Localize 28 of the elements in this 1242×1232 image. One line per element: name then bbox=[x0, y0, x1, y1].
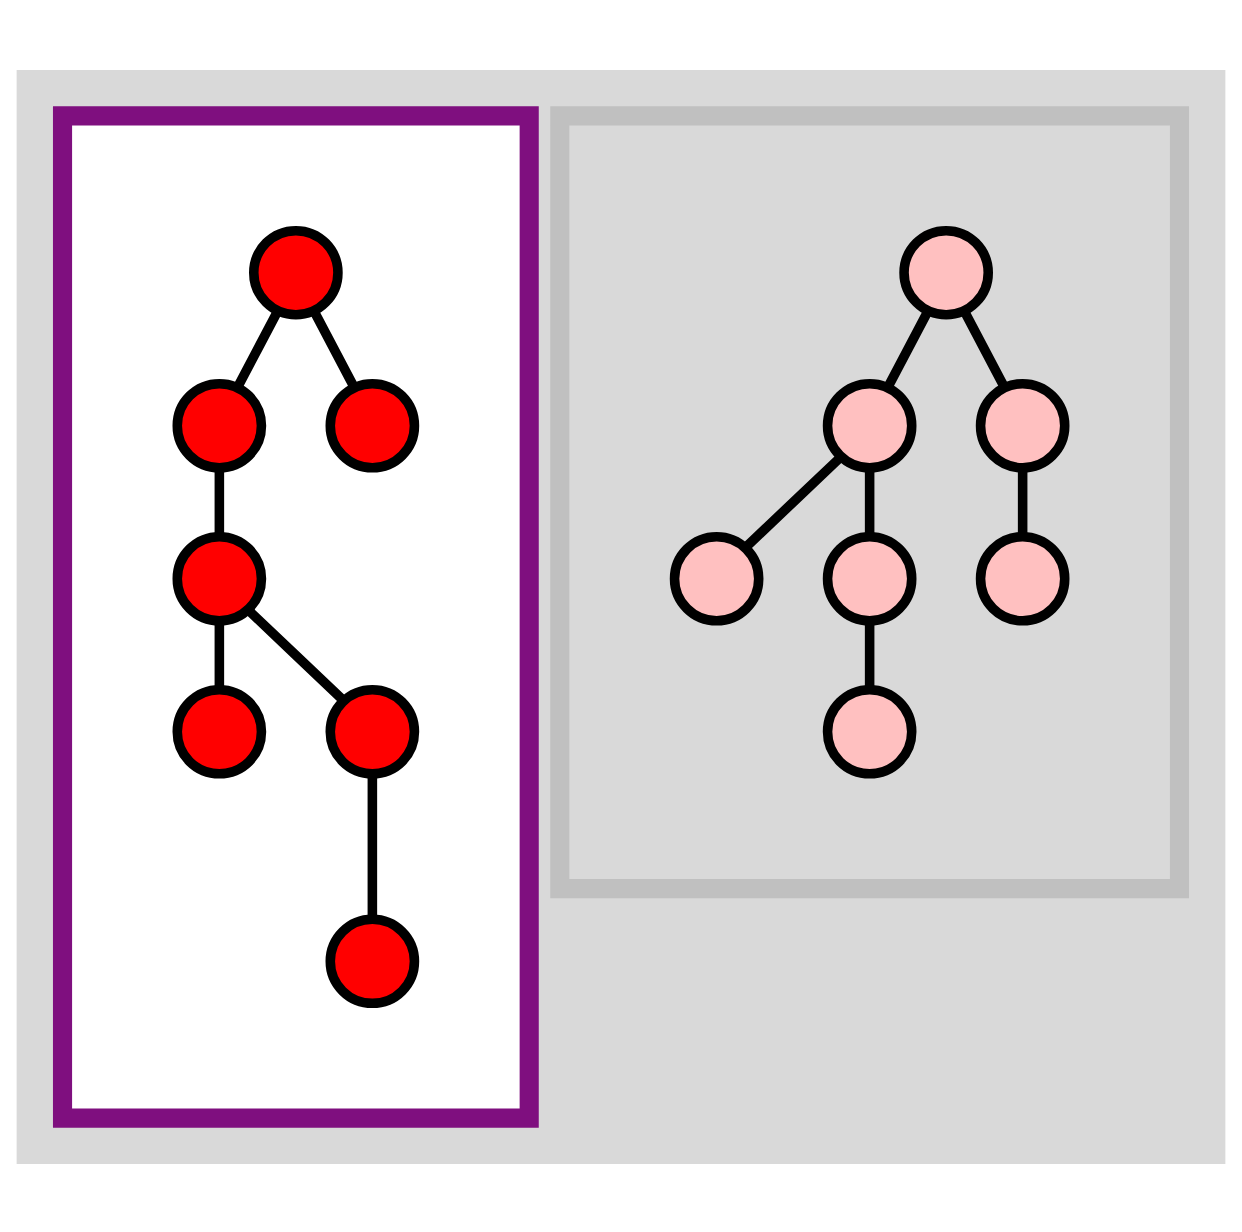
connector bbox=[233, 308, 282, 389]
node-circle bbox=[975, 530, 1070, 625]
connector bbox=[960, 308, 1009, 389]
node-circle bbox=[172, 683, 267, 778]
node-circle bbox=[822, 530, 917, 625]
connector bbox=[245, 606, 347, 703]
node-circle bbox=[899, 224, 993, 319]
connector bbox=[1017, 468, 1028, 536]
connector bbox=[742, 453, 844, 550]
connector bbox=[864, 468, 875, 536]
node-circle bbox=[822, 683, 917, 778]
node-circle bbox=[325, 913, 420, 1008]
connector bbox=[310, 308, 359, 389]
node-circle bbox=[172, 530, 267, 625]
node-circle bbox=[822, 377, 917, 472]
node-circle bbox=[975, 377, 1070, 472]
connector bbox=[864, 621, 875, 689]
connector bbox=[367, 773, 378, 917]
connector bbox=[214, 621, 225, 689]
connector bbox=[214, 468, 225, 536]
connector bbox=[883, 308, 932, 389]
cluster bbox=[550, 105, 1190, 898]
node-circle bbox=[669, 530, 764, 625]
node-circle bbox=[249, 224, 343, 319]
node-circle bbox=[325, 377, 420, 472]
cluster bbox=[52, 105, 539, 1127]
node-circle bbox=[172, 377, 267, 472]
node-circle bbox=[325, 683, 420, 778]
